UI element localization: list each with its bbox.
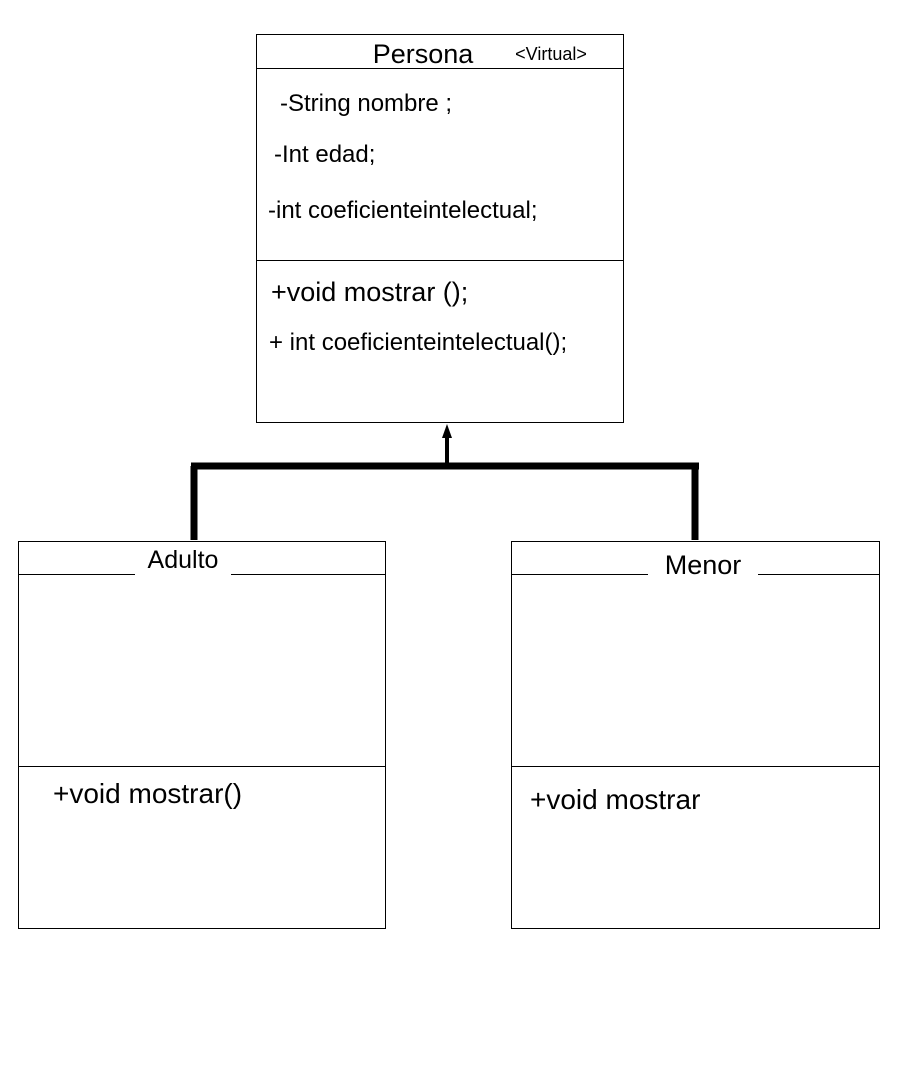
persona-method-mostrar: +void mostrar (); (271, 277, 469, 307)
persona-method-coeficiente: + int coeficienteintelectual(); (269, 329, 568, 356)
menor-method-mostrar: +void mostrar (530, 784, 701, 815)
persona-attribute-nombre: -String nombre ; (280, 90, 453, 117)
adulto-section-divider (19, 766, 385, 767)
class-menor: Menor +void mostrar (511, 541, 880, 929)
menor-class-name: Menor (648, 542, 758, 580)
adulto-class-name: Adulto (135, 542, 231, 575)
connector-arrowhead (442, 424, 452, 438)
class-adulto: Adulto +void mostrar() (18, 541, 386, 929)
adulto-method-mostrar: +void mostrar() (53, 778, 243, 809)
persona-header-divider (257, 68, 623, 69)
persona-class-name: Persona (361, 35, 485, 69)
persona-section-divider (257, 260, 623, 261)
class-persona: Persona <Virtual> -String nombre ; -Int … (256, 34, 624, 423)
persona-attribute-coeficiente: -int coeficienteintelectual; (268, 197, 538, 224)
persona-stereotype: <Virtual> (503, 39, 599, 67)
persona-attribute-edad: -Int edad; (274, 141, 376, 168)
menor-section-divider (512, 766, 879, 767)
